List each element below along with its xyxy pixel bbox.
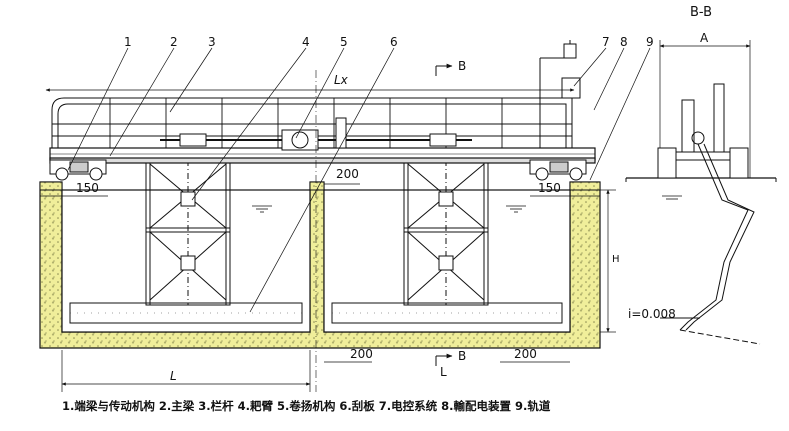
dim-lx: Lx	[334, 73, 349, 87]
legend-caption: 1.端梁与传动机构 2.主梁 3.栏杆 4.耙臂 5.卷扬机构 6.刮板 7.电…	[62, 399, 551, 413]
slope-label: i=0.008	[628, 307, 676, 321]
dim-200-bottom-left: 200	[350, 347, 373, 361]
dim-200-top: 200	[336, 167, 359, 181]
section-view	[625, 83, 777, 345]
callout-leaders	[67, 47, 651, 313]
callout-4: 4	[302, 35, 310, 49]
winch-mechanism	[160, 117, 472, 151]
dim-l: L	[170, 369, 177, 383]
dim-150-right: 150	[538, 181, 561, 195]
section-title: B-B	[690, 5, 712, 20]
dim-h: H	[612, 254, 620, 265]
callout-9: 9	[646, 35, 654, 49]
callout-2: 2	[170, 35, 178, 49]
truss-nodes	[180, 191, 454, 271]
section-markers	[435, 63, 453, 366]
callout-6: 6	[390, 35, 398, 49]
callout-1: 1	[124, 35, 132, 49]
end-beam-right	[529, 159, 587, 181]
callout-8: 8	[620, 35, 628, 49]
dim-150-left: 150	[76, 181, 99, 195]
end-beam-left	[49, 159, 107, 181]
water-level-marks	[252, 195, 682, 213]
labels: B-B 1 2 3 4 5 6 7 8 9 Lx L A H 150 150 2…	[76, 5, 712, 383]
section-mark-bottom-b: B	[458, 349, 466, 363]
section-mark-top: B	[458, 59, 466, 73]
callout-3: 3	[208, 35, 216, 49]
dim-200-bottom-right: 200	[514, 347, 537, 361]
dim-a: A	[700, 31, 709, 45]
callout-5: 5	[340, 35, 348, 49]
section-mark-bottom-l: L	[440, 365, 447, 379]
main-beam	[49, 147, 596, 164]
control-cabinet	[539, 40, 581, 148]
callout-7: 7	[602, 35, 610, 49]
scraper-plates	[69, 302, 563, 324]
